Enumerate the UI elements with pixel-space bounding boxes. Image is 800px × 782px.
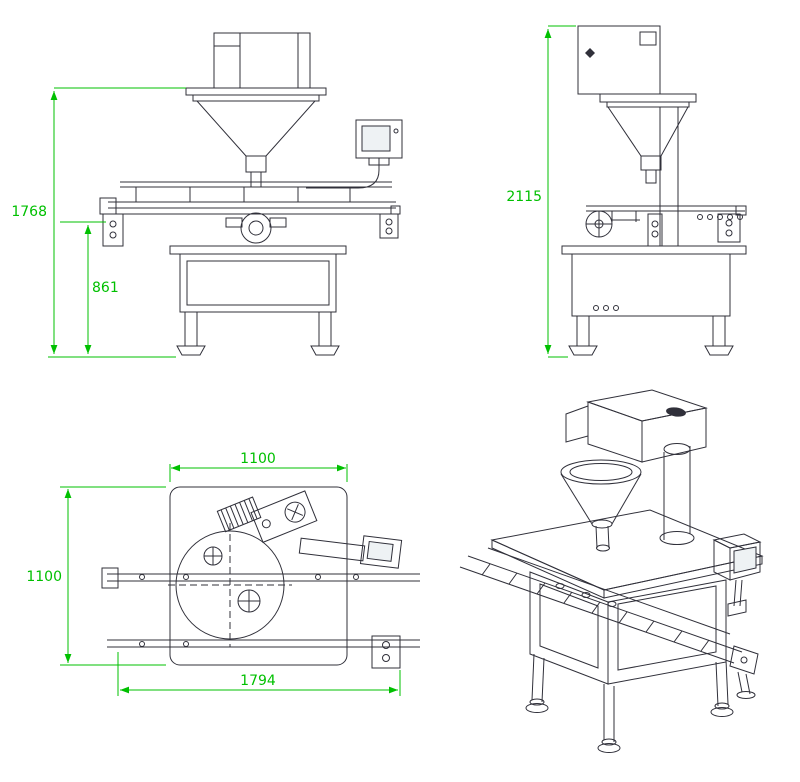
plan-base-plate xyxy=(169,486,348,666)
plan-auger-motor xyxy=(216,490,318,543)
dim-side-total-height: 2115 xyxy=(506,189,542,205)
iso-filler-head xyxy=(565,389,708,463)
iso-control-display xyxy=(712,533,762,617)
iso-support-column xyxy=(659,443,695,545)
side-table xyxy=(561,245,747,356)
iso-tabletop xyxy=(490,509,764,599)
dim-front-total-height: 1768 xyxy=(11,204,47,220)
iso-conveyor xyxy=(459,547,759,699)
isometric-view xyxy=(459,389,764,753)
plan-dimensions: 1100 1100 1794 xyxy=(26,451,401,696)
plan-display-arm xyxy=(298,535,403,569)
front-filler-head xyxy=(185,32,327,102)
dim-plan-conveyor-length: 1794 xyxy=(240,673,276,689)
front-table xyxy=(169,245,347,356)
side-filler-head xyxy=(577,25,697,247)
plan-view: 1100 1100 1794 xyxy=(26,451,420,696)
iso-cabinet xyxy=(529,571,727,685)
side-hopper xyxy=(607,106,689,184)
front-star-wheel xyxy=(225,212,287,244)
dim-plan-frame-depth: 1100 xyxy=(26,569,62,585)
dim-plan-frame-width: 1100 xyxy=(240,451,276,467)
front-hopper xyxy=(195,100,317,188)
iso-hopper xyxy=(560,459,642,552)
plan-conveyor xyxy=(101,567,420,669)
front-control-display xyxy=(306,119,403,189)
plan-turntable xyxy=(168,523,292,647)
dim-front-working-height: 861 xyxy=(92,280,119,296)
side-dimensions: 2115 xyxy=(506,25,576,358)
side-conveyor xyxy=(586,205,747,247)
side-view: 2115 xyxy=(506,25,747,358)
front-dimensions: 1768 861 xyxy=(11,87,186,358)
front-view: 1768 861 xyxy=(11,32,403,358)
iso-legs-feet xyxy=(525,653,734,753)
side-handwheel xyxy=(585,210,640,238)
front-conveyor xyxy=(99,181,401,247)
